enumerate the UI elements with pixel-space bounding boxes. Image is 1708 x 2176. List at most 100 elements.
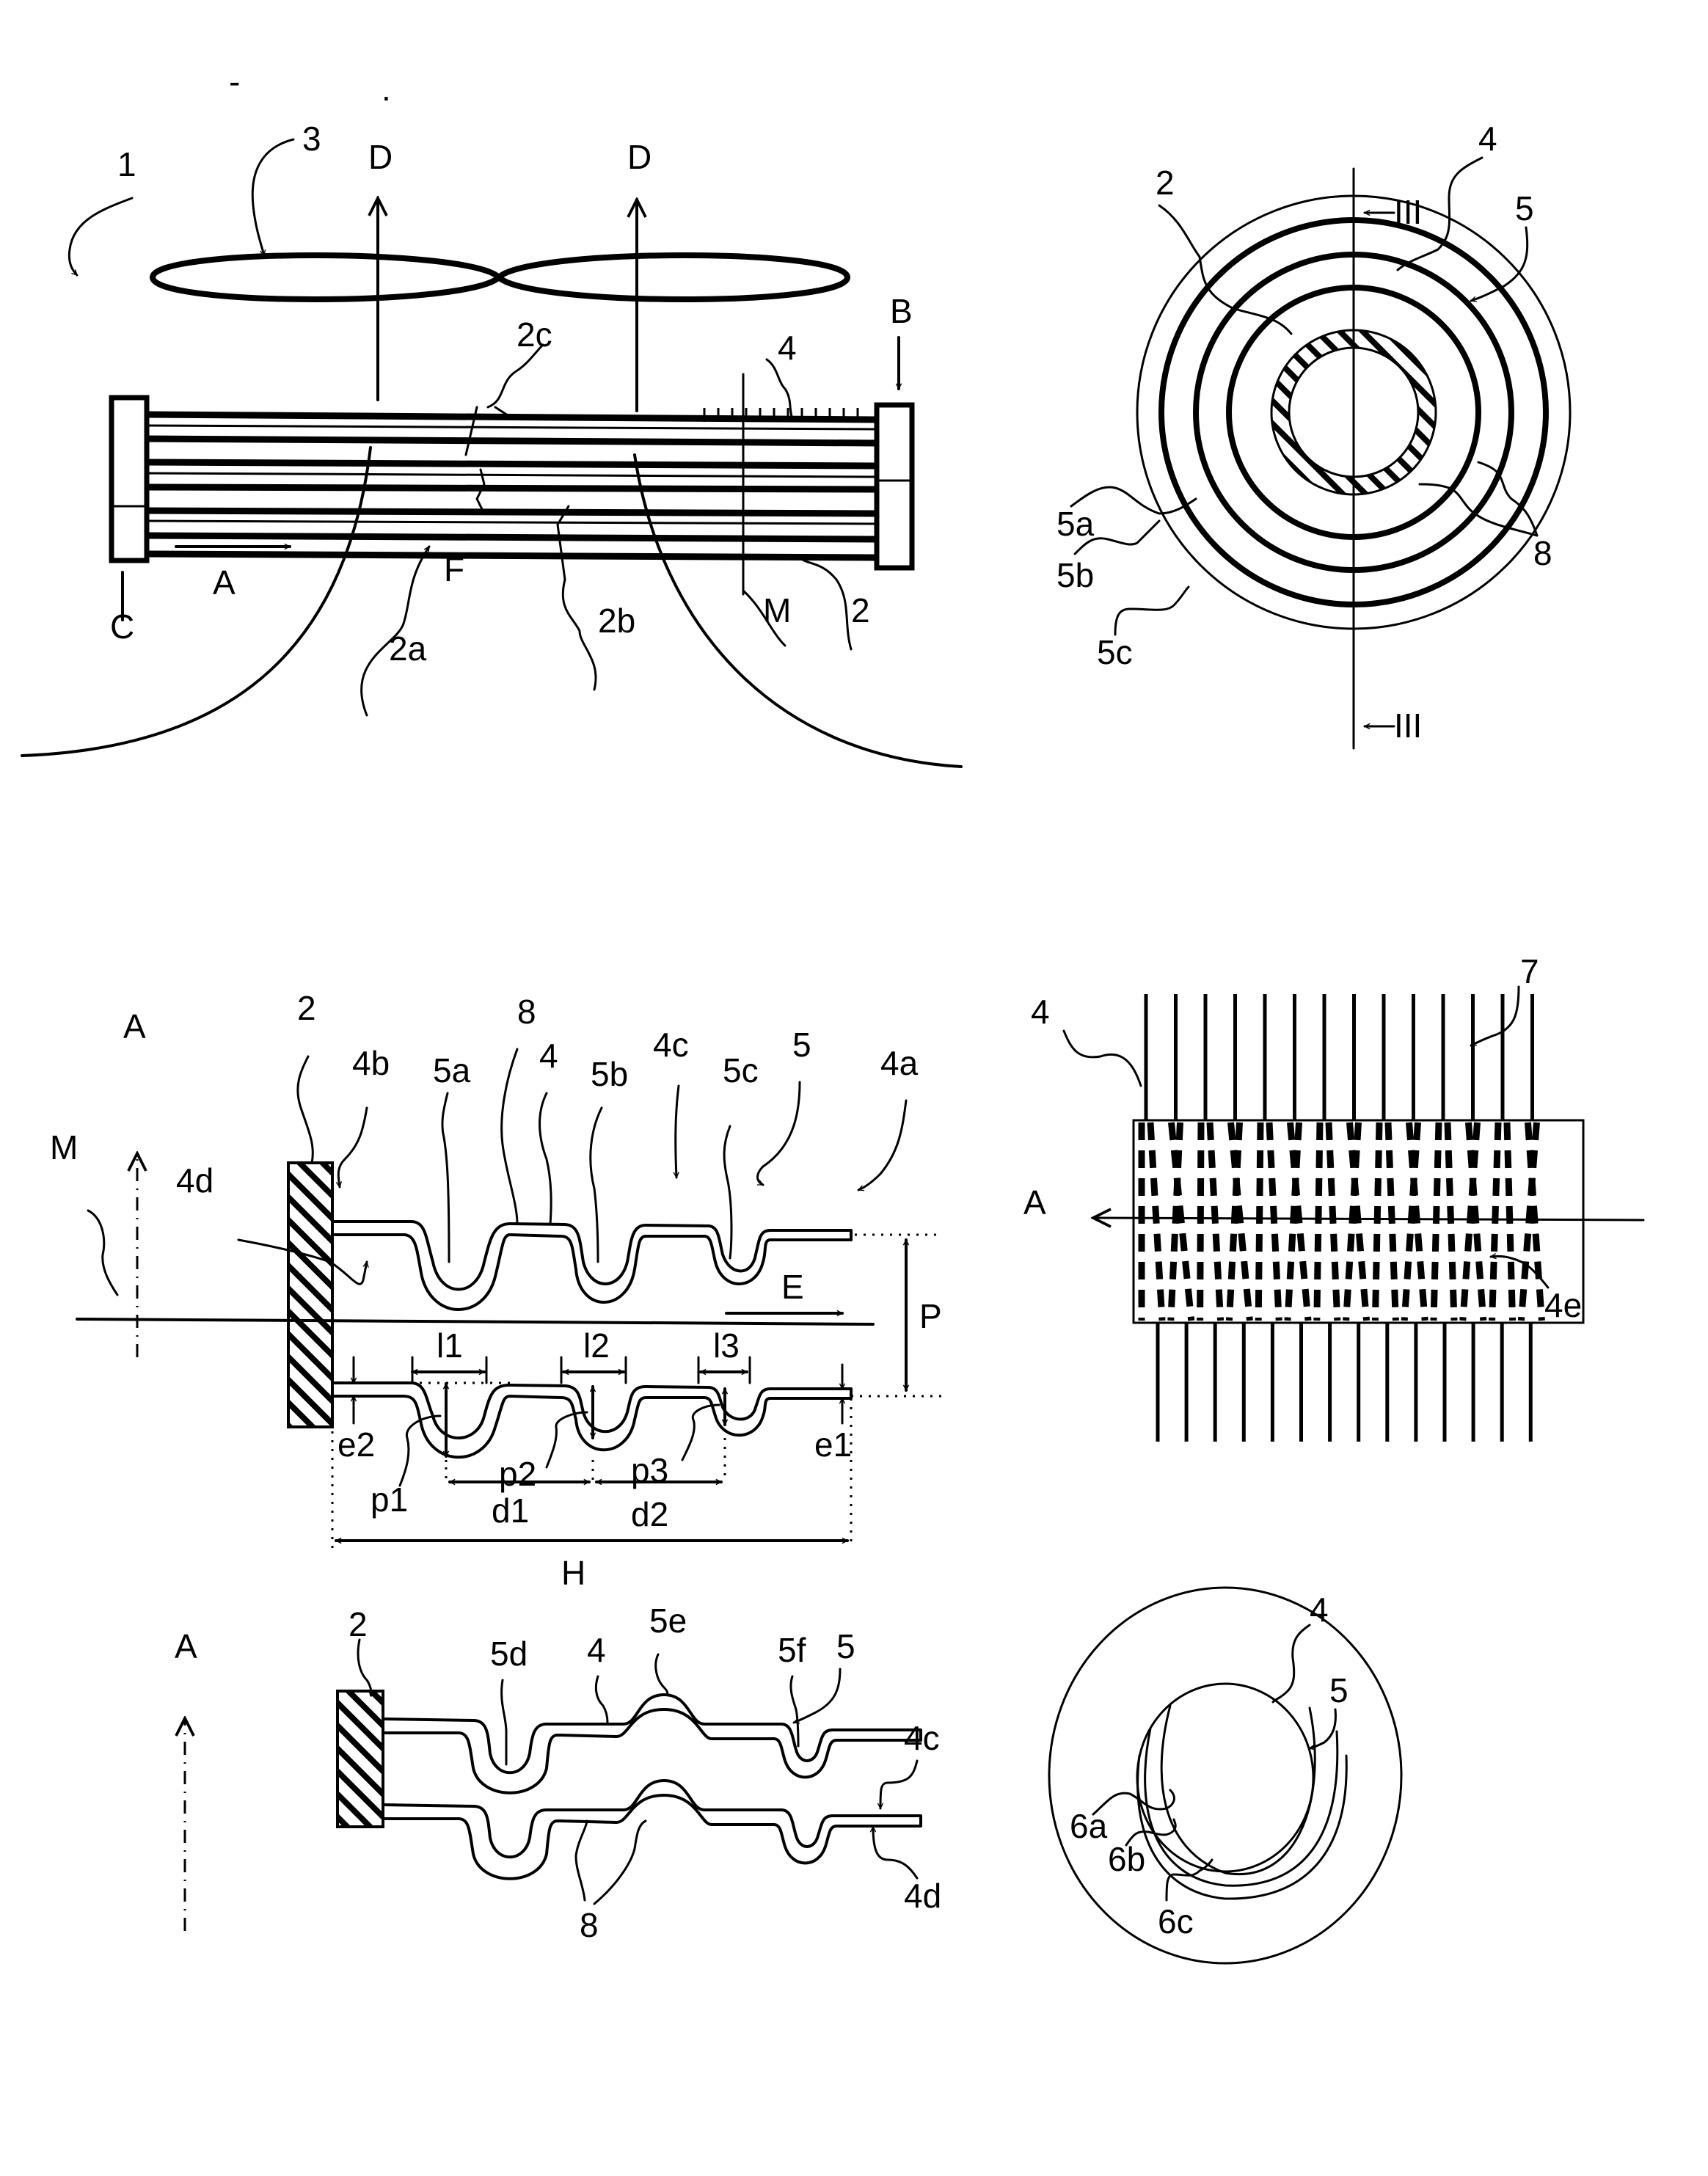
label-stack: 7 xyxy=(1520,952,1539,990)
label-depth-3: p3 xyxy=(631,1451,668,1489)
stray-mark: - xyxy=(229,62,240,101)
ring-b xyxy=(1144,1727,1339,1887)
corrugation-dash xyxy=(1287,1122,1312,1321)
corrugation-band xyxy=(1132,1119,1585,1324)
corrugation-dash xyxy=(1430,1122,1442,1321)
label-corrugation-a: 5a xyxy=(433,1051,471,1089)
corrugation-dash xyxy=(1384,1122,1399,1321)
label-flat-zone: 8 xyxy=(1533,534,1552,572)
label-width-3: l3 xyxy=(713,1326,740,1365)
fan xyxy=(150,252,850,302)
label-tube-a: 2a xyxy=(389,629,427,668)
label-fin-outer-face: 4c xyxy=(653,1026,689,1064)
label-fin: 4 xyxy=(1031,993,1050,1031)
label-ring-a: 6a xyxy=(1070,1807,1108,1845)
corrugation-dash xyxy=(1266,1122,1282,1321)
label-width-2: l2 xyxy=(583,1326,610,1365)
corrugation-dash xyxy=(1225,1122,1243,1321)
flow-direction-arrow xyxy=(1093,1218,1645,1220)
label-fin-base: 4b xyxy=(352,1044,390,1082)
corrugation-dash xyxy=(1406,1122,1428,1321)
corrugation-dash xyxy=(1459,1122,1481,1321)
label-corrugations: 5 xyxy=(836,1627,855,1665)
fin-upper xyxy=(382,1693,922,1795)
label-fin-inner-face: 4d xyxy=(904,1877,941,1915)
label-tube-c: 2c xyxy=(517,315,552,354)
label-air-out-right: D xyxy=(627,138,652,176)
airflow-curve-left xyxy=(21,446,372,757)
tube-opening xyxy=(1136,1682,1315,1873)
label-ring-b: 5b xyxy=(1056,556,1094,594)
corrugation-dash xyxy=(1343,1122,1362,1321)
corrugation-dash xyxy=(1325,1122,1341,1321)
fin-lower xyxy=(382,1779,922,1880)
corrugation-dash xyxy=(1313,1122,1324,1321)
label-flow-direction: A xyxy=(123,1007,146,1045)
label-fins: 4 xyxy=(778,329,797,367)
figure-fin-eccentric: 4 5 6a 6b 6c xyxy=(1048,1586,1403,1965)
corrugation-dash xyxy=(1346,1122,1371,1321)
label-tube: 2 xyxy=(1156,164,1175,202)
figure-heat-exchanger: 1 3 D D B 4 2c C A F 2a 2b M 2 xyxy=(21,120,963,768)
label-corrugations: 5 xyxy=(792,1026,811,1064)
label-fin: 4 xyxy=(539,1037,558,1075)
label-corrugation-c: 5c xyxy=(723,1051,759,1089)
corrugation-dash xyxy=(1444,1122,1458,1321)
label-width-1: l1 xyxy=(437,1326,463,1365)
fin-stack-lines xyxy=(1138,994,1545,1442)
label-flow-direction: A xyxy=(213,563,236,602)
label-ring-a: 5a xyxy=(1056,505,1095,543)
label-fin-inner-face: 4d xyxy=(176,1161,213,1200)
fins-ticks xyxy=(703,408,859,422)
label-ring-c: 6c xyxy=(1158,1902,1194,1940)
label-fin-outer-face: 4c xyxy=(904,1719,940,1757)
label-air-out-left: D xyxy=(368,138,393,176)
label-ring-b: 6b xyxy=(1108,1840,1145,1878)
label-corrugation-e: 5e xyxy=(649,1602,687,1640)
corrugation-dash xyxy=(1147,1122,1166,1321)
label-outlet: C xyxy=(110,607,134,646)
corrugation-dash xyxy=(1284,1122,1302,1321)
label-flat-zone: 8 xyxy=(580,1906,599,1944)
fin-outline xyxy=(1048,1586,1403,1965)
label-section-line: M xyxy=(763,591,791,629)
fin-upper xyxy=(331,1220,853,1311)
corrugation-dash xyxy=(1503,1122,1517,1321)
label-corrugation-f: 5f xyxy=(778,1631,806,1669)
label-section-top: III xyxy=(1394,193,1422,231)
corrugation-dash xyxy=(1197,1122,1205,1321)
corrugation-dash xyxy=(1227,1122,1253,1321)
label-fin: 4 xyxy=(1478,120,1497,158)
label-fin: 4 xyxy=(587,1631,606,1669)
label-corrugation-d: 5d xyxy=(490,1635,528,1673)
label-tube: 2 xyxy=(297,989,316,1027)
label-flow: F xyxy=(444,550,464,588)
tube-wall xyxy=(287,1161,334,1428)
corrugation-dash xyxy=(1167,1122,1183,1321)
label-fin: 4 xyxy=(1310,1591,1329,1629)
label-inlet: B xyxy=(890,292,913,330)
label-fin-height: H xyxy=(561,1554,585,1592)
airflow-curve-right xyxy=(633,453,963,768)
label-spacing-1: d1 xyxy=(492,1492,529,1530)
label-spacing-2: d2 xyxy=(631,1495,668,1533)
label-flow-direction: A xyxy=(1023,1183,1046,1222)
label-fin-tip: 4a xyxy=(880,1044,919,1082)
label-tube: 2 xyxy=(851,591,870,629)
figure-fin-stack: 4 7 A 4e xyxy=(1023,952,1645,1442)
stray-mark: . xyxy=(382,70,391,108)
label-flat-zone: 8 xyxy=(517,993,536,1031)
axis-line xyxy=(76,1318,875,1326)
label-thickness-base: e2 xyxy=(337,1425,375,1464)
label-depth-1: p1 xyxy=(371,1481,408,1519)
figure-fin-front: III III 2 4 5 5a 5b 5c 8 xyxy=(1056,120,1572,750)
label-section-bottom: III xyxy=(1394,707,1422,745)
fin-lower xyxy=(331,1381,853,1459)
corrugation-dash xyxy=(1489,1122,1502,1321)
label-ring-c: 5c xyxy=(1097,633,1133,671)
corrugation-dash xyxy=(1465,1122,1487,1321)
corrugation-dash xyxy=(1525,1122,1545,1321)
tube-bundle xyxy=(143,411,880,561)
header-right xyxy=(874,402,915,571)
label-corrugations: 5 xyxy=(1515,189,1534,227)
